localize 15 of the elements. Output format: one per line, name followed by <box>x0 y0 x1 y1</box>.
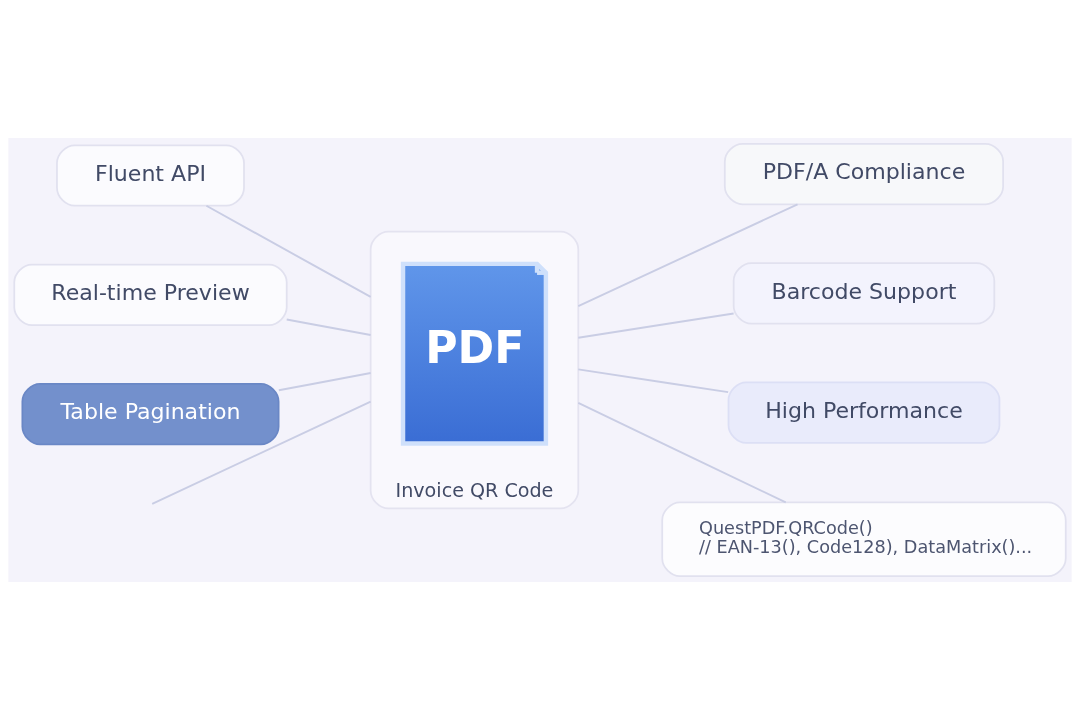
node-box: Real-time Preview <box>13 263 288 326</box>
connector <box>285 318 372 336</box>
node-box: Fluent API <box>56 144 245 207</box>
connector <box>577 312 735 339</box>
node-box: High Performance <box>727 381 1001 444</box>
node-box: Table Pagination <box>21 383 280 446</box>
connector <box>577 203 799 308</box>
connector <box>205 204 372 298</box>
connector <box>151 400 372 505</box>
connector <box>577 401 787 504</box>
connector <box>277 372 372 392</box>
node-box: QuestPDF.QRCode() // EAN-13(), Code128), DataMatrix()... <box>661 501 1067 577</box>
node-box: Barcode Support <box>732 262 996 325</box>
node-box: PDF/A Compliance <box>723 143 1005 206</box>
connector <box>577 368 730 394</box>
